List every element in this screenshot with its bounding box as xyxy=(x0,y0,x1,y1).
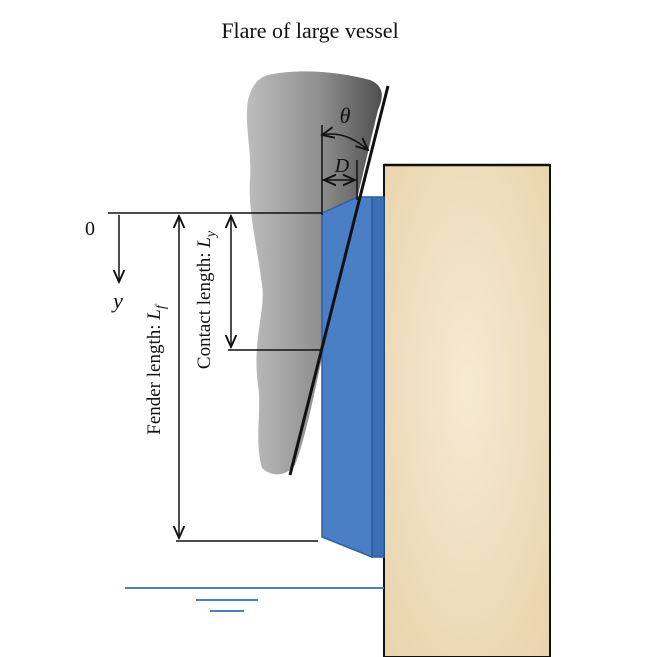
contact-length-symbol: L xyxy=(194,237,215,249)
fender-length-symbol: L xyxy=(144,309,165,321)
vessel-hull xyxy=(246,71,382,475)
fender-back-plate xyxy=(371,196,385,558)
contact-length-prefix: Contact length: xyxy=(194,248,215,369)
diagram-title: Flare of large vessel xyxy=(221,18,398,43)
contact-length-label: Contact length: Ly xyxy=(194,230,219,369)
hull-tangent-line xyxy=(288,85,390,476)
quay-wall xyxy=(383,164,551,657)
theta-label: θ xyxy=(340,103,351,128)
d-label: D xyxy=(334,155,350,177)
fender-length-subscript: f xyxy=(154,303,169,309)
theta-arc xyxy=(322,134,368,150)
fender-length-prefix: Fender length: xyxy=(144,320,165,435)
contact-length-subscript: y xyxy=(204,230,219,239)
fender-length-label: Fender length: Lf xyxy=(144,303,169,435)
origin-label: 0 xyxy=(85,218,95,240)
y-axis-label: y xyxy=(111,288,123,313)
